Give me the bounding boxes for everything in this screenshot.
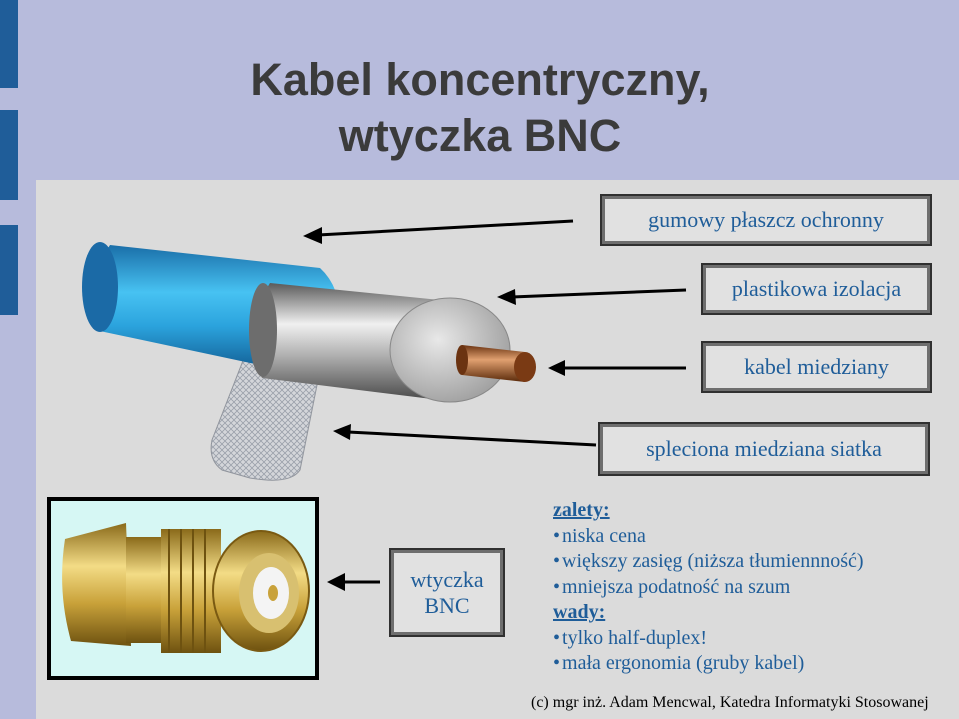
label-jacket: gumowy płaszcz ochronny [600, 194, 932, 246]
cons-header: wady: [553, 601, 606, 623]
side-accent-bar-3 [0, 225, 18, 315]
pros-item-2: większy zasięg (niższa tłumiennność) [553, 549, 953, 575]
label-insulation: plastikowa izolacja [701, 263, 932, 315]
bnc-photo-frame [47, 497, 319, 680]
label-bnc-line-2: BNC [424, 592, 470, 618]
pros-cons-list: zalety: niska cena większy zasięg (niższ… [553, 498, 953, 677]
bnc-connector-drawing [62, 523, 310, 653]
label-braid: spleciona miedziana siatka [598, 422, 930, 476]
pros-item-1: niska cena [553, 524, 953, 550]
label-copper: kabel miedziany [701, 341, 932, 393]
pointer-arrows [303, 219, 687, 591]
side-accent-bar-2 [0, 110, 18, 200]
cons-item-1: tylko half-duplex! [553, 626, 953, 652]
cons-item-2: mała ergonomia (gruby kabel) [553, 651, 953, 677]
slide-title: Kabel koncentryczny, wtyczka BNC [140, 52, 820, 164]
pros-item-3: mniejsza podatność na szum [553, 575, 953, 601]
bnc-connector-image [51, 501, 315, 676]
title-line-1: Kabel koncentryczny, [250, 54, 710, 105]
pros-header: zalety: [553, 499, 610, 521]
label-bnc: wtyczka BNC [389, 548, 505, 637]
slide-footer: (c) mgr inż. Adam Mencwal, Katedra Infor… [531, 694, 929, 711]
title-line-2: wtyczka BNC [338, 110, 622, 161]
copper-core [456, 345, 536, 382]
side-accent-bar-1 [0, 0, 18, 88]
label-bnc-line-1: wtyczka [410, 566, 484, 592]
